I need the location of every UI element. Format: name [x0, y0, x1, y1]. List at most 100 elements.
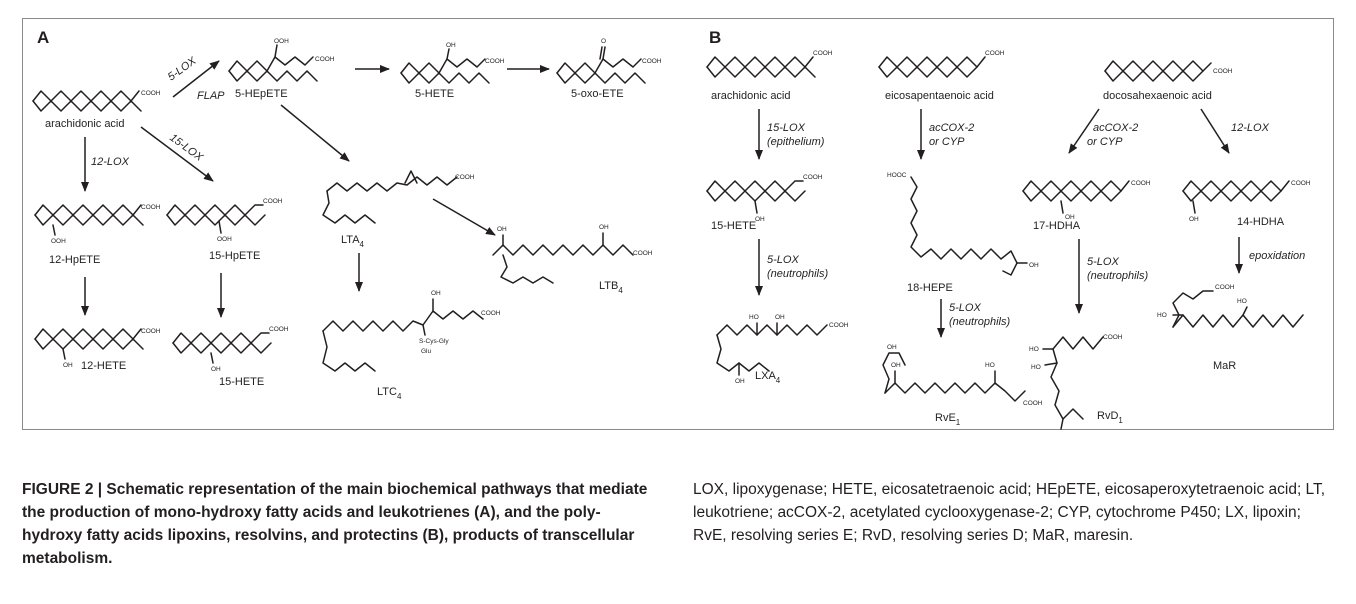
group-ho: HO	[1029, 346, 1039, 353]
group-cooh: COOH	[813, 50, 833, 57]
group-oh: OH	[211, 366, 221, 373]
label-mar: MaR	[1213, 360, 1236, 372]
label-15-hete-b: 15-HETE	[711, 220, 756, 232]
group-cooh: COOH	[1131, 180, 1151, 187]
enzyme-accox-epa: acCOX-2	[929, 122, 974, 134]
pathway-diagram: A COOH arachidonic acid 5-LOX FLAP OOH C…	[32, 28, 1311, 430]
group-cooh: COOH	[642, 58, 662, 65]
arrow-accox-dha	[1068, 108, 1100, 154]
group-ho: HO	[1157, 312, 1167, 319]
enzyme-15lox-a: 15-LOX	[167, 132, 205, 164]
group-glu: Glu	[421, 348, 432, 355]
group-cooh: COOH	[1213, 68, 1233, 75]
label-dha: docosahexaenoic acid	[1103, 90, 1212, 102]
enzyme-5lox-rve1-neutrophils: (neutrophils)	[949, 316, 1010, 328]
group-oh: OH	[431, 290, 441, 297]
label-arachidonic-acid-a: arachidonic acid	[45, 118, 125, 130]
group-oh: OH	[446, 42, 456, 49]
group-cooh: COOH	[1291, 180, 1311, 187]
arrow-12lox-dha	[1200, 108, 1230, 154]
group-cooh: COOH	[481, 310, 501, 317]
molecule-15-hete-b: OH COOH	[706, 174, 823, 223]
label-5-oxo-ete: 5-oxo-ETE	[571, 88, 624, 100]
group-cooh: COOH	[829, 322, 849, 329]
group-ho: HO	[985, 362, 995, 369]
label-18-hepe: 18-HEPE	[907, 282, 953, 294]
group-ooh: OOH	[51, 238, 66, 245]
molecule-rve1: OH OH HO COOH	[882, 344, 1043, 407]
label-14-hdha: 14-HDHA	[1237, 216, 1285, 228]
enzyme-accox-epa-or: or CYP	[929, 136, 965, 148]
group-cooh: COOH	[1023, 400, 1043, 407]
label-lta4: LTA4	[341, 234, 365, 249]
group-cooh: COOH	[985, 50, 1005, 57]
enzyme-accox-dha-or: or CYP	[1087, 136, 1123, 148]
group-oh: OH	[63, 362, 73, 369]
group-ooh: OOH	[217, 236, 232, 243]
molecule-17-hdha: OH COOH	[1022, 180, 1151, 221]
enzyme-12lox-a: 12-LOX	[91, 156, 130, 168]
molecule-lta4: COOH	[322, 170, 475, 224]
group-cooh: COOH	[1215, 284, 1235, 291]
group-oh: OH	[1065, 214, 1075, 221]
group-cooh: COOH	[485, 58, 505, 65]
panel-a-label: A	[37, 28, 49, 47]
group-oh: OH	[891, 362, 901, 369]
molecule-5-oxo-ete: O COOH	[556, 38, 662, 84]
label-17-hdha: 17-HDHA	[1033, 220, 1081, 232]
group-cooh: COOH	[455, 174, 475, 181]
molecule-18-hepe: HOOC OH	[887, 172, 1039, 276]
label-ltb4: LTB4	[599, 280, 623, 295]
group-oh: OH	[1029, 262, 1039, 269]
group-hooc: HOOC	[887, 172, 907, 179]
enzyme-5lox-rvd1: 5-LOX	[1087, 256, 1119, 268]
enzyme-epoxidation: epoxidation	[1249, 250, 1305, 262]
enzyme-15lox-b: 15-LOX	[767, 122, 806, 134]
group-cooh: COOH	[315, 56, 335, 63]
group-oh: OH	[755, 216, 765, 223]
group-ho: HO	[749, 314, 759, 321]
molecule-dha: COOH	[1104, 60, 1233, 82]
arrow-to-ltb4	[432, 198, 496, 236]
molecule-12-hete: OH COOH	[34, 328, 161, 369]
molecule-12-hpete: OOH COOH	[34, 204, 161, 245]
molecule-epa: COOH	[878, 50, 1005, 78]
figure-caption-abbreviations: LOX, lipoxygenase; HETE, eicosatetraenoi…	[693, 481, 1326, 544]
enzyme-5lox-rvd1-neutrophils: (neutrophils)	[1087, 270, 1148, 282]
group-cooh: COOH	[141, 328, 161, 335]
enzyme-5lox-lxa4-neutrophils: (neutrophils)	[767, 268, 828, 280]
enzyme-12lox-b: 12-LOX	[1231, 122, 1270, 134]
label-12-hete: 12-HETE	[81, 360, 126, 372]
figure-caption-title: FIGURE 2 | Schematic representation of t…	[22, 481, 648, 567]
group-oh: OH	[1189, 216, 1199, 223]
molecule-5-hete: OH COOH	[400, 42, 505, 84]
molecule-mar: HO HO COOH	[1157, 284, 1304, 328]
molecule-lxa4: HO OH OH COOH	[716, 314, 849, 385]
group-cooh: COOH	[1103, 334, 1123, 341]
arrow-5lox	[172, 60, 220, 98]
molecule-ltc4: OH S-Cys-Gly Glu COOH	[322, 290, 501, 372]
figure-panel: A COOH arachidonic acid 5-LOX FLAP OOH C…	[22, 18, 1334, 430]
molecule-15-hpete: OOH COOH	[166, 198, 283, 243]
group-ooh: OOH	[274, 38, 289, 45]
group-oh: OH	[887, 344, 897, 351]
group-cooh: COOH	[141, 204, 161, 211]
molecule-arachidonic-acid-a: COOH	[32, 90, 161, 112]
group-cooh: COOH	[141, 90, 161, 97]
label-lxa4: LXA4	[755, 370, 781, 385]
enzyme-5lox-lxa4: 5-LOX	[767, 254, 799, 266]
group-cooh: COOH	[263, 198, 283, 205]
molecule-ltb4: OH OH COOH	[492, 224, 653, 284]
group-s-cys-gly: S-Cys-Gly	[419, 338, 449, 345]
label-15-hpete: 15-HpETE	[209, 250, 260, 262]
group-o: O	[601, 38, 606, 45]
label-ltc4: LTC4	[377, 386, 402, 401]
enzyme-accox-dha: acCOX-2	[1093, 122, 1138, 134]
panel-b-label: B	[709, 28, 721, 47]
group-ho: HO	[1031, 364, 1041, 371]
molecule-15-hete-a: OH COOH	[172, 326, 289, 373]
group-oh: OH	[735, 378, 745, 385]
label-12-hpete: 12-HpETE	[49, 254, 100, 266]
group-oh: OH	[599, 224, 609, 231]
group-oh: OH	[775, 314, 785, 321]
